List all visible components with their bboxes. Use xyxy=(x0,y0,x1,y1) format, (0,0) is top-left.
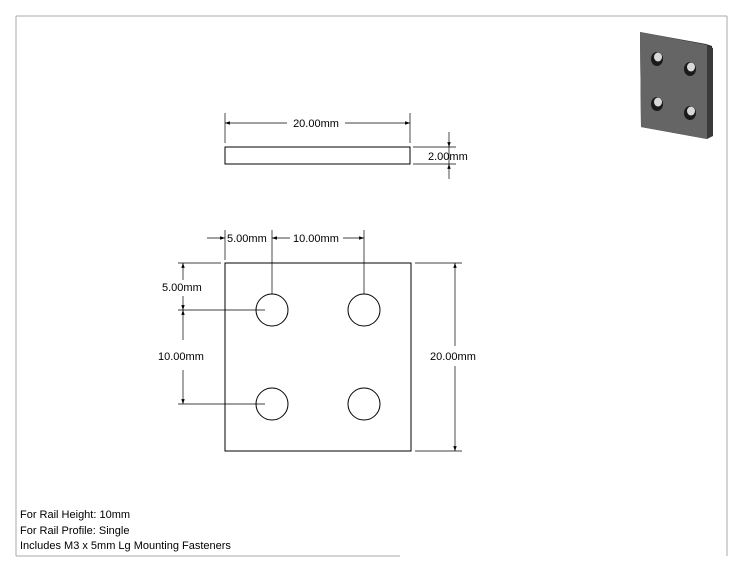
mounting-hole-2 xyxy=(347,293,381,327)
top-thickness-dimension: 2.00mm xyxy=(428,151,468,163)
note-rail-height: For Rail Height: 10mm xyxy=(20,509,131,521)
front-pitch-y-dimension: 10.00mm xyxy=(158,351,204,363)
note-rail-profile: For Rail Profile: Single xyxy=(20,524,130,537)
front-edge-x-dimension: 5.00mm xyxy=(227,233,267,245)
plate-top-view: 20.00mm 2.00mm xyxy=(224,113,468,179)
mounting-hole-4 xyxy=(347,387,381,421)
front-pitch-x-dimension: 10.00mm xyxy=(293,233,339,245)
sheet-border xyxy=(15,15,728,557)
note-fasteners: Includes M3 x 5mm Lg Mounting Fasteners xyxy=(20,540,231,552)
plate-front-view: 5.00mm 10.00mm 5.00mm 10.00mm 20.00mm xyxy=(158,230,476,452)
plate-isometric-view xyxy=(640,32,713,139)
front-edge-y-dimension: 5.00mm xyxy=(162,282,202,294)
front-height-dimension: 20.00mm xyxy=(430,351,476,363)
top-width-dimension: 20.00mm xyxy=(293,118,339,130)
drawing-notes: For Rail Height: 10mm For Rail Profile: … xyxy=(20,508,231,555)
